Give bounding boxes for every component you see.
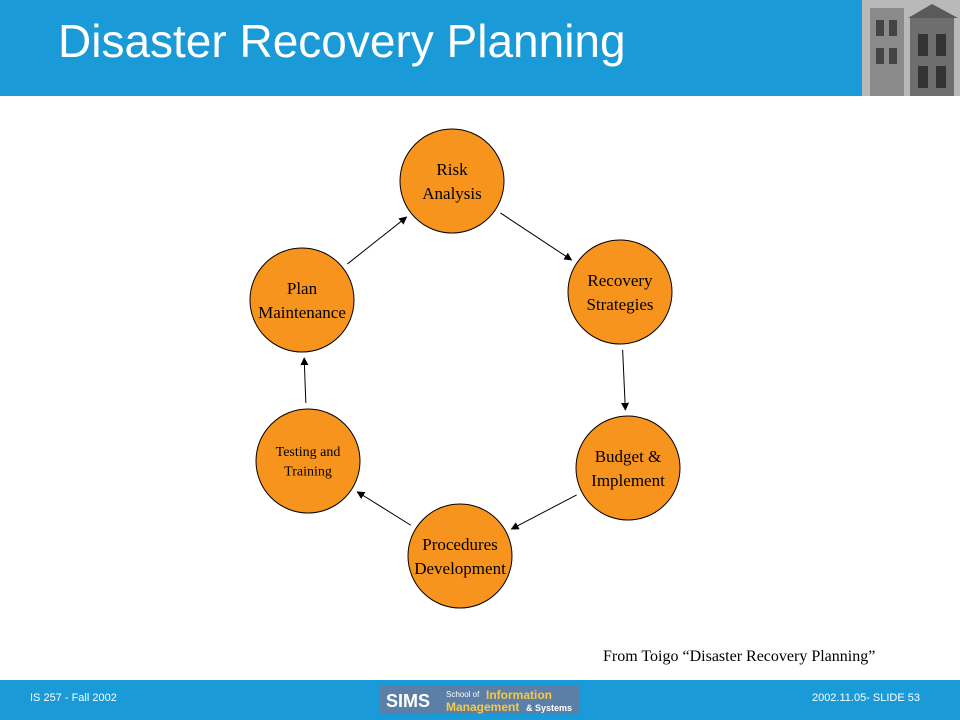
- slide-title: Disaster Recovery Planning: [58, 15, 626, 67]
- logo-sims-text: SIMS: [386, 691, 430, 711]
- node-circle: [575, 415, 681, 521]
- footer-bar: IS 257 - Fall 2002 SIMS School of Inform…: [0, 680, 960, 720]
- node-circle: [399, 128, 505, 234]
- logo-systems-text: & Systems: [526, 703, 572, 713]
- course-label: IS 257 - Fall 2002: [30, 692, 117, 704]
- node-label: Risk: [436, 160, 468, 179]
- logo-school-of-text: School of: [446, 690, 480, 699]
- building-photo: [862, 0, 960, 96]
- node-label: Maintenance: [258, 303, 346, 322]
- node-label: Procedures: [422, 535, 498, 554]
- edges: [300, 212, 630, 530]
- title-bar: Disaster Recovery Planning: [0, 0, 960, 96]
- arrow-recovery-strategies-to-budget-implement: [621, 349, 630, 411]
- source-citation: From Toigo “Disaster Recovery Planning”: [603, 648, 876, 665]
- arrow-procedures-development-to-testing-training: [356, 491, 412, 526]
- node-circle: [255, 408, 361, 514]
- slide-number: 2002.11.05- SLIDE 53: [811, 692, 920, 704]
- logo-information-text: Information: [486, 688, 552, 702]
- node-budget-implement: Budget & Implement: [575, 415, 681, 521]
- node-circle: [249, 247, 355, 353]
- node-label: Strategies: [586, 295, 653, 314]
- node-label: Development: [414, 559, 506, 578]
- node-label: Analysis: [422, 184, 482, 203]
- node-label: Testing and: [276, 445, 341, 460]
- node-circle: [407, 503, 513, 609]
- node-label: Training: [284, 465, 332, 480]
- logo-management-text: Management: [446, 700, 519, 714]
- node-circle: [567, 239, 673, 345]
- sims-logo: SIMS School of Information Management & …: [380, 686, 580, 714]
- arrow-testing-training-to-plan-maintenance: [300, 357, 309, 404]
- arrow-budget-implement-to-procedures-development: [510, 494, 577, 530]
- node-label: Budget &: [595, 447, 662, 466]
- arrow-risk-analysis-to-recovery-strategies: [500, 212, 573, 261]
- node-label: Plan: [287, 279, 318, 298]
- node-label: Recovery: [587, 271, 653, 290]
- node-label: Implement: [591, 471, 665, 490]
- arrow-plan-maintenance-to-risk-analysis: [347, 216, 408, 265]
